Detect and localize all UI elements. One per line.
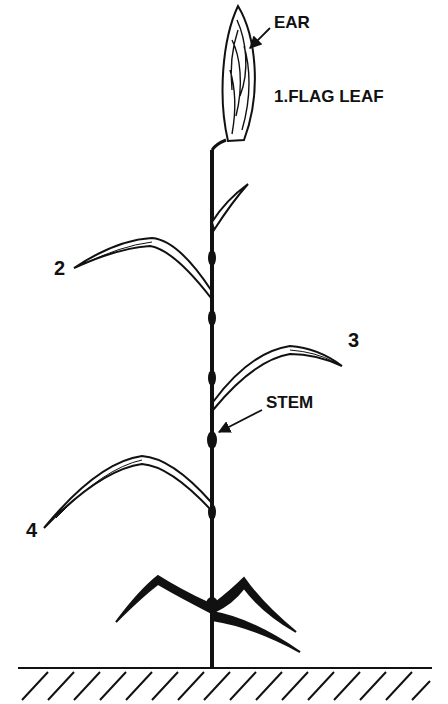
basal-leaf xyxy=(214,578,296,632)
leaf xyxy=(44,456,211,528)
callout-number: 3 xyxy=(348,330,359,350)
ear xyxy=(223,6,255,141)
flag-leaf xyxy=(212,184,248,230)
leaf xyxy=(213,346,342,410)
leaves xyxy=(44,184,342,652)
leaf xyxy=(74,238,211,298)
basal-leaf xyxy=(212,612,300,652)
callout-number: 2 xyxy=(54,258,65,278)
ground xyxy=(18,668,432,700)
part-label: STEM xyxy=(266,394,313,411)
leader-arrow xyxy=(219,410,262,432)
part-label: 1.FLAG LEAF xyxy=(274,88,384,105)
part-label: EAR xyxy=(274,14,310,31)
callout-number: 4 xyxy=(26,520,37,540)
basal-leaf xyxy=(116,576,210,622)
leader-arrow xyxy=(250,28,270,48)
